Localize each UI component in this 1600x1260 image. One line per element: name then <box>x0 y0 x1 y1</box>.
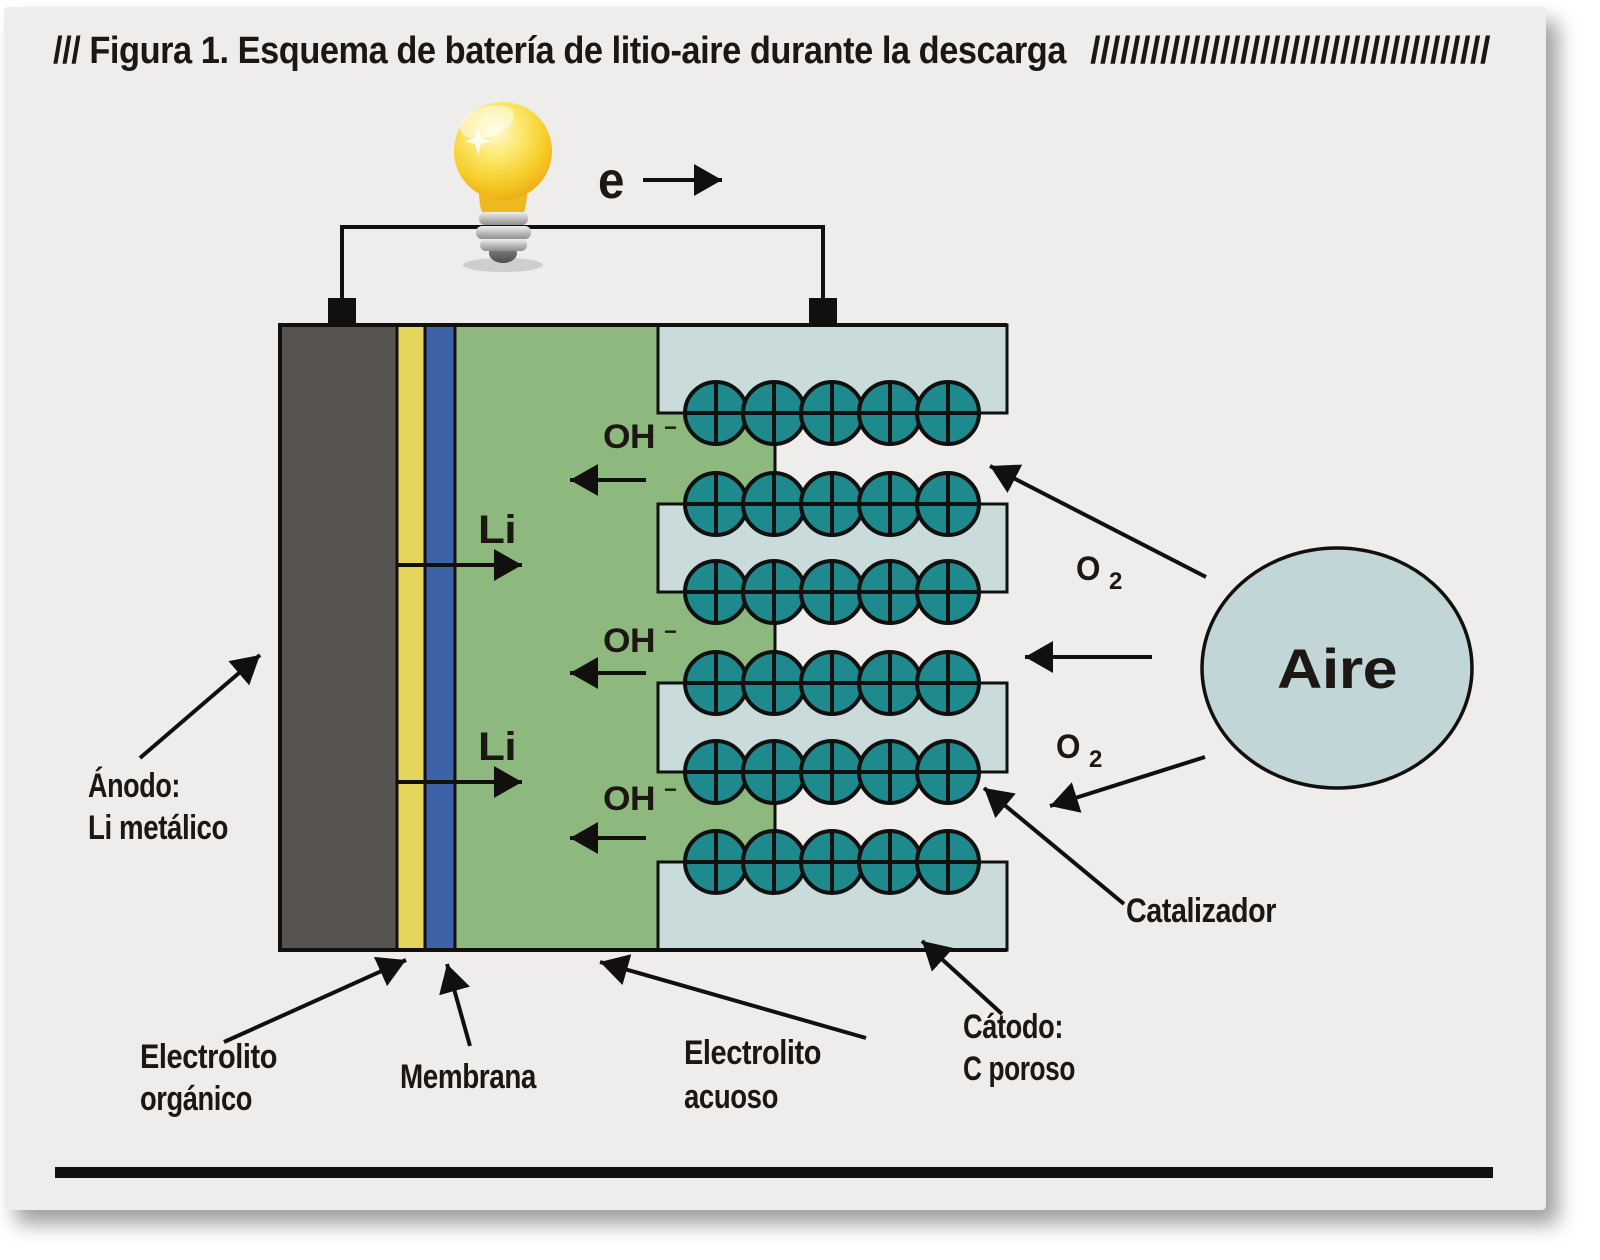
catalyst-row <box>683 559 981 625</box>
oh-ion-label: OH − <box>603 777 676 818</box>
bulb-base-ring <box>476 226 531 239</box>
oh-ion-label: OH − <box>603 415 676 456</box>
air-source: Aire O 2 O 2 <box>989 464 1474 813</box>
battery-cell <box>278 323 1009 952</box>
catalyst-callout-arrow <box>982 786 1126 906</box>
o2-inflow-arrow <box>1049 755 1206 813</box>
oh-ion-label: OH − <box>603 619 676 660</box>
bulb-highlight <box>459 105 515 139</box>
catalyst-row <box>683 471 981 537</box>
aqueous-callout-line2: acuoso <box>684 1078 778 1116</box>
bulb-sparkle <box>464 127 492 155</box>
bulb-base-ring <box>479 212 528 225</box>
light-bulb-icon <box>454 102 552 272</box>
catalyst-callout: Catalizador <box>1126 892 1276 930</box>
membrane-layer <box>423 323 457 952</box>
cathode-callout-line1: Cátodo: <box>963 1008 1063 1046</box>
bulb-base-ring <box>480 239 527 251</box>
anode-terminal <box>328 298 356 325</box>
o2-label: O 2 <box>1076 550 1122 595</box>
organic-callout-arrow <box>223 956 407 1044</box>
external-circuit: e <box>328 152 837 325</box>
catalyst-row <box>683 829 981 895</box>
li-ion-label: Li <box>478 725 516 769</box>
circuit-wire <box>340 225 825 300</box>
cathode-terminal <box>809 298 837 325</box>
battery-border <box>278 323 1007 952</box>
catalyst-row <box>683 650 981 716</box>
figure-title-text: /// Figura 1. Esquema de batería de liti… <box>53 30 1067 72</box>
organic-callout-line2: orgánico <box>140 1080 252 1118</box>
air-label: Aire <box>1277 637 1397 700</box>
aqueous-callout-arrow <box>599 954 867 1040</box>
bulb-shadow <box>463 258 543 272</box>
cathode-callout-arrow <box>920 939 1004 1016</box>
catalyst-row <box>683 739 981 805</box>
organic-callout-line1: Electrolito <box>140 1038 277 1076</box>
electron-label: e <box>598 152 624 210</box>
organic-electrolyte-layer <box>395 323 427 952</box>
o2-label: O 2 <box>1056 728 1102 773</box>
catalyst-row <box>683 380 981 446</box>
membrane-callout-arrow <box>439 963 472 1047</box>
o2-inflow-arrow <box>989 464 1207 579</box>
figure-title-slashes: //////////////////////////////////////// <box>1090 30 1491 72</box>
bottom-rule <box>55 1167 1493 1178</box>
figure-title: /// Figura 1. Esquema de batería de liti… <box>53 30 1491 72</box>
anode-callout-line1: Ánodo: <box>88 767 180 805</box>
anode-callout-line2: Li metálico <box>88 809 228 847</box>
anode-callout-arrow <box>138 653 262 760</box>
cathode-callout-line2: C poroso <box>963 1050 1075 1088</box>
ion-flows: Li Li OH − OH − OH − <box>398 415 677 854</box>
air-bubble <box>1200 546 1474 790</box>
li-ion-label: Li <box>478 508 516 552</box>
anode-layer <box>278 323 399 952</box>
callout-labels: Ánodo: Li metálico Electrolito orgánico … <box>88 653 1277 1118</box>
membrane-callout: Membrana <box>400 1058 537 1096</box>
aqueous-callout-line1: Electrolito <box>684 1034 821 1072</box>
